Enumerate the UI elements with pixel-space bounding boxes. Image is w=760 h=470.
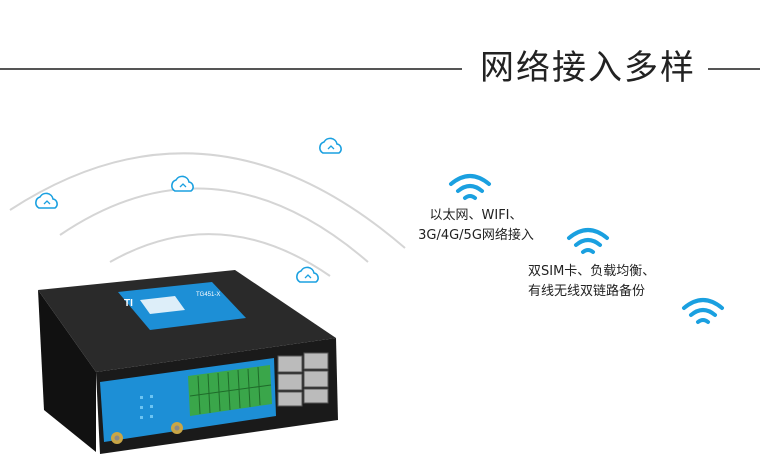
device-model: TG451-X	[196, 292, 220, 298]
feature-caption-line: 有线无线双链路备份	[528, 284, 646, 299]
signal-arc-inner	[109, 233, 331, 277]
feature-caption-network: 以太网、WIFI、 3G/4G/5G网络接入	[410, 206, 542, 246]
page-title: 网络接入多样	[480, 48, 696, 88]
device-brand: TI	[124, 298, 133, 309]
ethernet-ports	[277, 352, 329, 407]
status-leds	[140, 395, 153, 419]
heading-rule-left	[0, 68, 462, 70]
heading-rule-right	[708, 68, 760, 70]
feature-caption-line: 双SIM卡、负载均衡、	[528, 264, 656, 279]
wifi-icon	[682, 298, 724, 324]
cloud-sync-icon	[296, 266, 319, 283]
cloud-sync-icon	[35, 192, 58, 209]
signal-arc-outer	[9, 152, 406, 249]
wifi-icon	[567, 228, 609, 254]
cloud-sync-icon	[319, 137, 342, 154]
router-device: TI TG451-X	[38, 270, 338, 454]
feature-caption-line: 3G/4G/5G网络接入	[418, 228, 534, 243]
cloud-sync-icon	[171, 175, 194, 192]
signal-arcs	[9, 152, 406, 277]
feature-caption-line: 以太网、WIFI、	[429, 208, 523, 223]
wifi-icon	[449, 174, 491, 200]
feature-caption-redundancy: 双SIM卡、负载均衡、 有线无线双链路备份	[528, 262, 655, 302]
signal-arc-middle	[59, 187, 369, 263]
